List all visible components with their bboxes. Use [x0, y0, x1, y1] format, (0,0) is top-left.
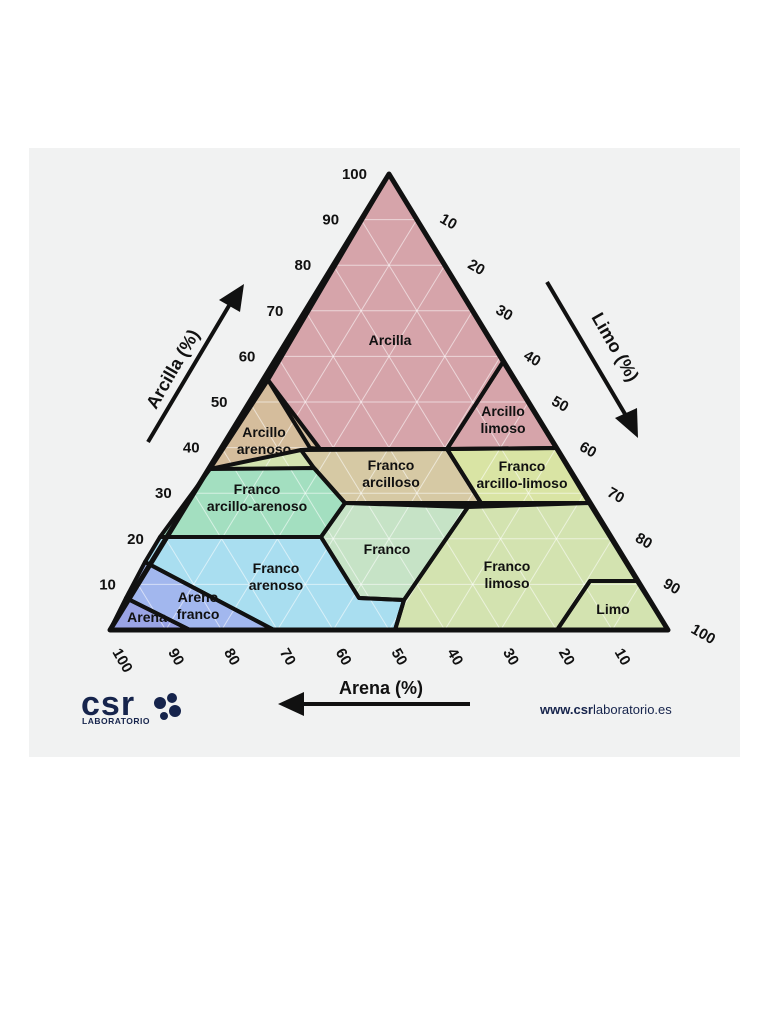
region-label-arena: Arena — [127, 609, 167, 625]
region-label-line: Arena — [127, 609, 167, 625]
region-fill-franco-arenoso — [145, 537, 404, 630]
region-fill-franco-arcillo-arenoso — [160, 468, 345, 537]
region-label-line: Franco — [484, 558, 531, 574]
molecule-icon — [154, 693, 181, 720]
sand-arrow — [278, 692, 470, 716]
grid-line — [137, 584, 167, 631]
grid-line — [444, 447, 557, 631]
triangle-outline — [107, 171, 671, 633]
website-prefix: www. — [539, 702, 573, 717]
sand-tick: 90 — [164, 646, 187, 669]
sand-tick: 20 — [555, 646, 578, 669]
region-label-line: arcillo-limoso — [476, 475, 567, 491]
csr-logo: csr LABORATORIO — [81, 685, 181, 726]
clay-tick: 50 — [211, 394, 228, 411]
silt-tick: 40 — [521, 347, 544, 370]
silt-tick: 50 — [549, 393, 572, 416]
sand-tick: 10 — [611, 646, 634, 669]
silt-tick: 10 — [437, 210, 460, 233]
silt-tick: 80 — [632, 530, 655, 553]
logo-brand: csr — [81, 685, 135, 723]
region-label-line: Limo — [596, 601, 629, 617]
clay-tick: 20 — [127, 531, 144, 548]
grid-line — [193, 492, 278, 631]
sand-axis-title: Arena (%) — [339, 678, 423, 698]
region-label-line: Franco — [368, 457, 415, 473]
region-label-line: Arcillo — [481, 403, 525, 419]
sand-tick: 60 — [332, 646, 355, 669]
region-label-line: franco — [177, 606, 220, 622]
region-fill-arcillo-limoso — [447, 362, 556, 449]
region-label-line: Franco — [253, 560, 300, 576]
silt-tick: 100 — [688, 621, 718, 648]
clay-tick: 30 — [155, 485, 172, 502]
region-label-line: limoso — [484, 575, 529, 591]
sand-tick: 40 — [443, 646, 466, 669]
region-label-franco: Franco — [364, 541, 411, 557]
grid-line — [165, 219, 418, 631]
sand-tick: 80 — [220, 646, 243, 669]
silt-tick: 20 — [465, 256, 488, 279]
silt-axis-title: Limo (%) — [588, 309, 643, 385]
silt-tick: 90 — [660, 575, 683, 598]
clay-tick: 40 — [183, 440, 200, 457]
region-franco-arcilloso — [299, 447, 483, 505]
region-fill-arcilla — [268, 174, 503, 449]
grid-line — [611, 584, 641, 631]
silt-tick: 30 — [493, 302, 516, 325]
region-label-arcilla: Arcilla — [369, 332, 412, 348]
clay-tick: 60 — [239, 348, 256, 365]
region-label-line: arcilloso — [362, 474, 420, 490]
sand-tick: 100 — [109, 646, 136, 676]
grid-line — [276, 310, 474, 631]
region-label-line: arenoso — [249, 577, 303, 593]
clay-tick: 90 — [322, 212, 339, 229]
clay-tick: 70 — [267, 303, 284, 320]
silt-tick: 70 — [604, 484, 627, 507]
region-fill-franco — [321, 503, 468, 600]
clay-tick: 100 — [342, 166, 367, 183]
region-label-line: Franco — [499, 458, 546, 474]
grid-line — [165, 538, 223, 631]
grid-line — [249, 401, 390, 631]
region-label-limo: Limo — [596, 601, 629, 617]
sand-tick: 50 — [388, 646, 411, 669]
silt-tick: 60 — [576, 438, 599, 461]
region-label-line: arcillo-arenoso — [207, 498, 307, 514]
region-label-line: arenoso — [237, 441, 291, 457]
logo-subtitle: LABORATORIO — [82, 716, 150, 726]
website-bold: csr — [573, 702, 593, 717]
clay-arrow — [146, 284, 244, 444]
region-fill-areno-franco — [126, 562, 274, 630]
clay-tick: 80 — [295, 257, 312, 274]
grid-line — [304, 310, 502, 631]
grid-line — [388, 401, 529, 631]
sand-tick: 70 — [276, 646, 299, 669]
website-url: www.csrlaboratorio.es — [539, 702, 672, 717]
grid-line — [500, 492, 585, 631]
region-label-line: limoso — [480, 420, 525, 436]
region-label-line: Arcilla — [369, 332, 412, 348]
grid-line — [360, 219, 613, 631]
region-label-line: Franco — [234, 481, 281, 497]
region-fill-limo — [557, 581, 668, 630]
region-label-line: Franco — [364, 541, 411, 557]
silt-arrow — [545, 280, 638, 438]
website-rest: laboratorio.es — [593, 702, 672, 717]
sand-tick: 30 — [499, 646, 522, 669]
region-label-line: Areno — [178, 589, 218, 605]
region-fill-arcillo-arenoso — [210, 380, 320, 469]
clay-tick: 10 — [99, 576, 116, 593]
region-label-line: Arcillo — [242, 424, 286, 440]
